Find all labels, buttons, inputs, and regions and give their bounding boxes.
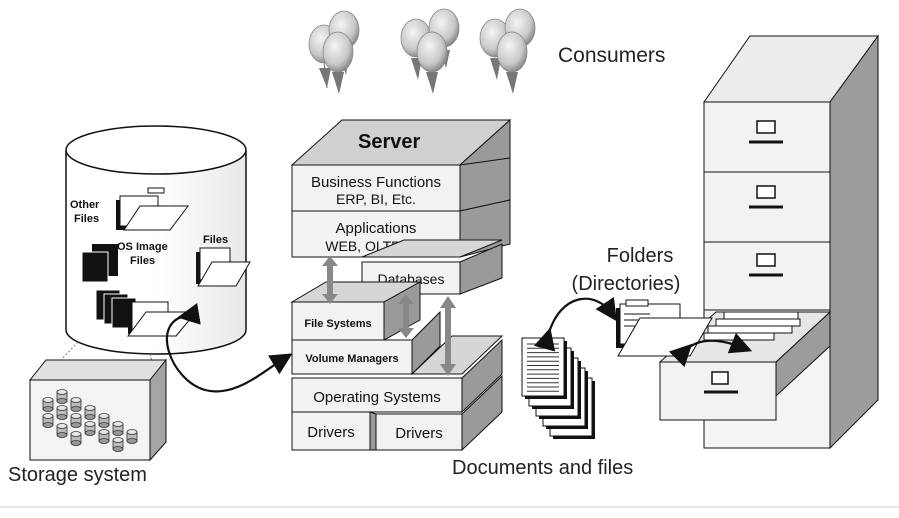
balloon-consumer-icon [496,31,528,94]
folder-drawer-arrow [668,332,753,368]
volume-managers-label: Volume Managers [305,353,398,365]
other-files-label: Other [70,199,100,211]
disk-array-icon [42,389,138,452]
balloon-consumer-icon [416,31,448,94]
other-files-label-2: Files [74,213,99,225]
cabinet-drawer [703,171,831,243]
consumers-label: Consumers [558,44,665,67]
double-arrow-icon [440,296,456,376]
drivers-left-block: Drivers [291,411,371,451]
document-stack-icon [521,337,595,439]
file-systems-block: File Systems [290,281,422,341]
business-functions-block: Business Functions ERP, BI, Etc. [291,157,511,212]
documents-and-files-label: Documents and files [452,457,633,479]
volume-managers-block: Volume Managers [291,310,441,376]
disk-drive-icon [70,397,82,412]
os-image-files-label-2: Files [130,255,155,267]
consumer-balloons-group-3 [479,8,536,94]
os-image-files-label: OS Image [117,241,168,253]
disk-drive-icon [126,429,138,444]
files-label: Files [203,234,228,246]
drivers-left-label: Drivers [307,424,355,441]
drivers-right-block: Drivers [369,374,503,452]
disk-drive-icon [98,413,110,428]
balloon-consumer-icon [322,31,354,94]
disk-drive-icon [42,413,54,428]
disk-drive-icon [42,397,54,412]
disk-to-volume-arrow [166,302,293,393]
cabinet-drawer [703,241,831,311]
document-sheet [521,337,567,399]
double-arrow-icon [398,294,414,338]
file-systems-label: File Systems [304,318,371,330]
folders-label-2: (Directories) [572,273,681,295]
disk-drive-icon [70,413,82,428]
other-files-folder-icon [116,187,189,231]
business-functions-label: Business Functions [311,174,441,191]
double-arrow-icon [322,256,338,304]
disk-drive-icon [84,421,96,436]
document-stack-icon [81,244,137,329]
disk-drive-icon [56,405,68,420]
disk-drive-icon [112,421,124,436]
disk-drive-icon [70,431,82,446]
applications-label: Applications [336,220,417,237]
consumer-balloons-group-1 [308,10,360,94]
business-functions-sublabel: ERP, BI, Etc. [336,191,416,207]
cabinet-drawer [703,101,831,173]
folders-label: Folders [607,245,674,267]
operating-systems-block: Operating Systems [291,335,504,414]
storage-system-label: Storage system [8,464,147,486]
drivers-right-label: Drivers [395,425,443,442]
server-title: Server [358,131,420,153]
disk-drive-icon [56,389,68,404]
disk-drive-icon [84,405,96,420]
operating-systems-label: Operating Systems [313,389,441,406]
disk-drive-icon [112,437,124,452]
documents-folder-arrow [533,296,617,352]
files-folder-icon [196,247,251,287]
disk-drive-icon [98,429,110,444]
disk-drive-icon [56,423,68,438]
consumer-balloons-group-2 [400,8,460,94]
